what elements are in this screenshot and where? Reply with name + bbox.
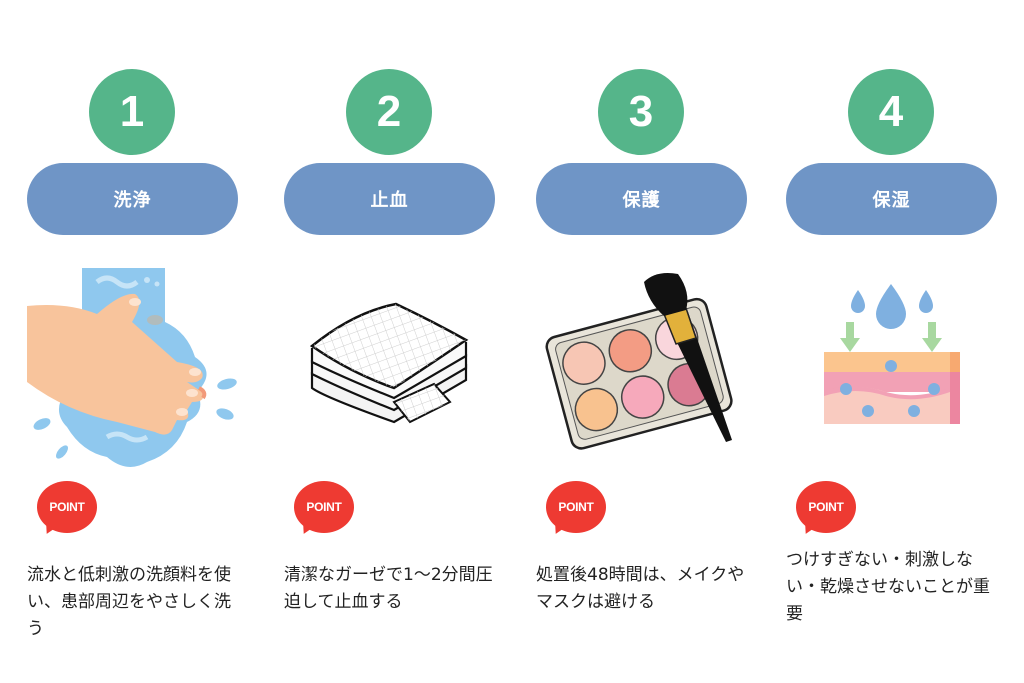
step-description: 処置後48時間は、メイクやマスクは避ける bbox=[536, 565, 745, 612]
step-title-pill: 止血 bbox=[284, 163, 495, 235]
step-description: 清潔なガーゼで1～2分間圧迫して止血する bbox=[284, 565, 493, 612]
step-title-pill: 保湿 bbox=[786, 163, 997, 235]
step-number-circle: 1 bbox=[89, 69, 175, 155]
point-badge: POINT bbox=[796, 481, 858, 538]
point-badge: POINT bbox=[546, 481, 608, 538]
step-number-circle: 4 bbox=[848, 69, 934, 155]
step-description: 流水と低刺激の洗顔料を使い、患部周辺をやさしく洗う bbox=[27, 565, 231, 639]
skin-moisture-layers-illustration bbox=[786, 262, 997, 472]
gauze-stack-illustration bbox=[284, 262, 495, 472]
makeup-palette-brush-illustration bbox=[536, 262, 747, 472]
hand-washing-illustration bbox=[27, 262, 238, 472]
step-title-pill: 洗浄 bbox=[27, 163, 238, 235]
step-number-circle: 2 bbox=[346, 69, 432, 155]
step-number-circle: 3 bbox=[598, 69, 684, 155]
point-badge: POINT bbox=[37, 481, 99, 538]
step-title-pill: 保護 bbox=[536, 163, 747, 235]
step-description: つけすぎない・刺激しない・乾燥させないことが重要 bbox=[786, 550, 990, 624]
step-4: 4 保湿 POINT つけすぎない・刺激しない・乾燥させないことが重要 bbox=[786, 0, 997, 683]
point-badge: POINT bbox=[294, 481, 356, 538]
step-1: 1 洗浄 POINT 流水と低刺激の洗顔料を使い、患部周辺をやさしく洗う bbox=[27, 0, 238, 683]
step-3: 3 保護 POINT 処置後48時間は、メイクやマスクは避ける bbox=[536, 0, 747, 683]
step-2: 2 止血 POINT 清潔なガーゼで1～2分間圧迫して止血する bbox=[284, 0, 495, 683]
